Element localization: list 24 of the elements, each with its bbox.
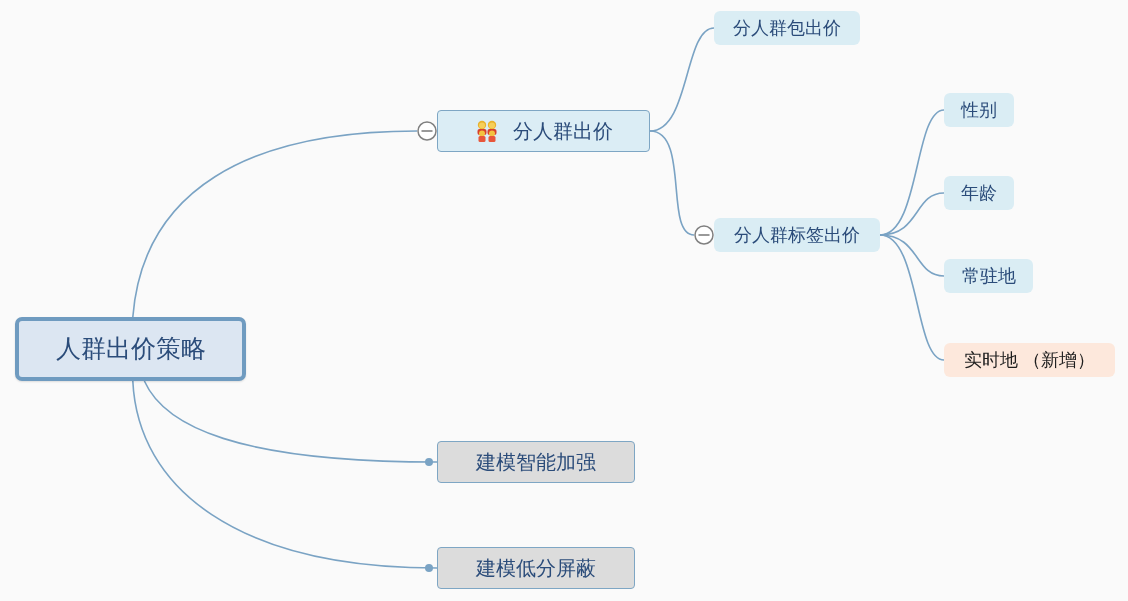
subtopic-box (944, 176, 1014, 210)
topic-text: 性别 (961, 99, 997, 121)
topic-text: 分人群包出价 (733, 17, 841, 39)
topic-text: 分人群出价 (512, 119, 613, 143)
subtopic-box (944, 259, 1033, 293)
subtopic-box (944, 343, 1115, 377)
topic-text: 年龄 (961, 182, 997, 204)
connector-line (132, 380, 438, 572)
topic-text: 分人群标签出价 (734, 224, 860, 246)
root-topic-box (15, 317, 246, 381)
topic-box (437, 110, 650, 152)
topic-text: 建模低分屏蔽 (476, 556, 596, 580)
connector-line (649, 130, 695, 236)
connector-line (132, 130, 418, 318)
topic-text: 人群出价策略 (55, 334, 206, 364)
connector-line (143, 380, 438, 466)
subtopic-box (714, 218, 880, 252)
topic-box (437, 547, 635, 589)
topic-text: 建模智能加强 (476, 450, 596, 474)
topic-box (437, 441, 635, 483)
subtopic-box (944, 93, 1014, 127)
topic-text: 实时地 （新增） (963, 349, 1096, 371)
subtopic-box (714, 11, 860, 45)
topic-text: 常驻地 (961, 265, 1016, 287)
